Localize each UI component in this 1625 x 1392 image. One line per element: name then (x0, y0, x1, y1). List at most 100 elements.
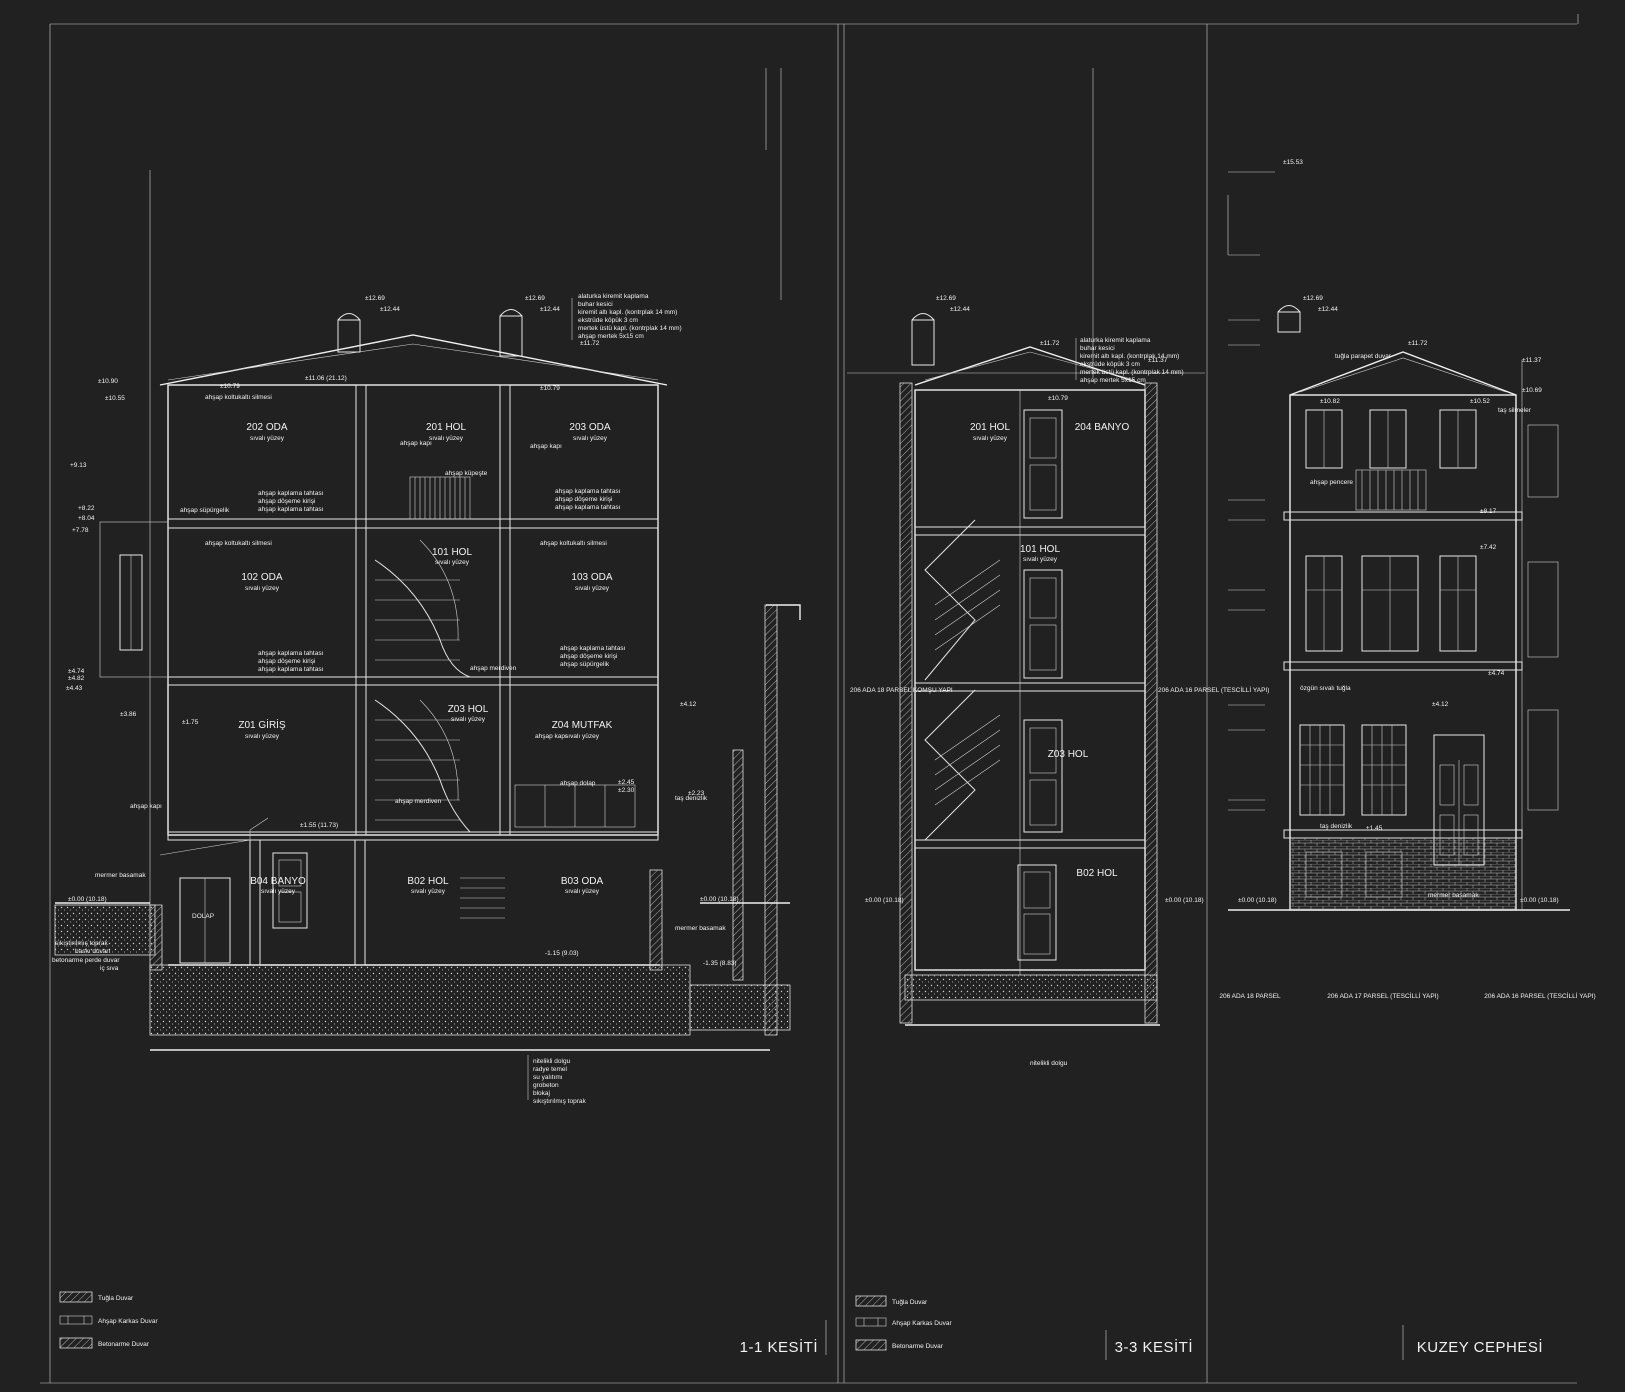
svg-text:Betonarme Duvar: Betonarme Duvar (892, 1343, 944, 1350)
svg-text:Tuğla Duvar: Tuğla Duvar (892, 1299, 928, 1306)
facade-outline (1289, 394, 1517, 911)
svg-text:betonarme perde duvar: betonarme perde duvar (52, 957, 120, 964)
rooms-3-3: 201 HOL sıvalı yüzey 204 BANYO 101 HOL s… (970, 422, 1129, 879)
ground-windows (1299, 724, 1485, 898)
room-finish: sıvalı yüzey (573, 435, 608, 442)
svg-text:±11.72: ±11.72 (1408, 340, 1428, 347)
staircase-upper (374, 539, 471, 678)
svg-text:±4.74: ±4.74 (1488, 670, 1505, 677)
room-name: B03 ODA (561, 876, 604, 887)
svg-text:±2.23: ±2.23 (688, 790, 705, 797)
svg-text:±4.12: ±4.12 (1432, 701, 1449, 708)
svg-text:ahşap döşeme kirişi: ahşap döşeme kirişi (560, 653, 617, 660)
svg-text:ahşap koltukaltı silmesi: ahşap koltukaltı silmesi (540, 540, 607, 547)
svg-text:206 ADA 16 PARSEL (TESCİLLİ YA: 206 ADA 16 PARSEL (TESCİLLİ YAPI) (1484, 991, 1595, 1000)
levels-facade: ±15.53 ±12.69 ±12.44 ±11.72 ±11.37 ±10.8… (1238, 159, 1559, 904)
svg-text:taş denizlik: taş denizlik (675, 795, 708, 802)
svg-text:±1.45: ±1.45 (1366, 825, 1383, 832)
svg-text:+9.13: +9.13 (70, 462, 87, 469)
levels-1-1: ±12.69 ±12.44 ±12.69 ±12.44 ±11.72 ±11.0… (66, 295, 739, 967)
svg-text:±11.06 (21.12): ±11.06 (21.12) (305, 375, 347, 382)
svg-text:±10.52: ±10.52 (1470, 398, 1490, 405)
room-name: 201 HOL (426, 422, 466, 433)
room-name: B04 BANYO (250, 876, 306, 887)
ground-layers-note: nitelikli dolgu radye temel su yalıtımı … (527, 1055, 586, 1105)
svg-text:ahşap kapı: ahşap kapı (130, 803, 162, 810)
svg-text:taş silmeler: taş silmeler (1498, 407, 1532, 414)
svg-text:±10.79: ±10.79 (1048, 395, 1068, 402)
svg-text:buhar kesici: buhar kesici (578, 301, 613, 308)
svg-text:ahşap kaplama tahtası: ahşap kaplama tahtası (555, 504, 621, 511)
roof-layers-3-3: alaturka kiremit kaplama buhar kesici ki… (1075, 337, 1184, 384)
svg-text:±12.69: ±12.69 (525, 295, 545, 302)
svg-text:204 BANYO: 204 BANYO (1075, 422, 1130, 433)
room-finish: sıvalı yüzey (565, 733, 600, 740)
svg-text:±7.42: ±7.42 (1480, 544, 1497, 551)
svg-text:Tuğla Duvar: Tuğla Duvar (98, 1295, 134, 1302)
svg-text:±10.90: ±10.90 (98, 378, 118, 385)
levels-3-3: ±12.69 ±12.44 ±11.72 ±11.37 ±10.79 ±0.00… (865, 295, 1204, 904)
svg-text:grobeton: grobeton (533, 1082, 559, 1089)
chimney-left (337, 313, 361, 353)
svg-text:206 ADA 18 PARSEL: 206 ADA 18 PARSEL (1219, 993, 1281, 1000)
svg-text:ahşap kaplama tahtası: ahşap kaplama tahtası (555, 488, 621, 495)
facade-labels: tuğla parapet duvar taş silmeler ahşap p… (1300, 353, 1532, 899)
svg-text:±1.75: ±1.75 (182, 719, 199, 726)
svg-text:ahşap pencere: ahşap pencere (1310, 479, 1353, 486)
svg-text:±11.72: ±11.72 (580, 340, 600, 347)
room-finish: sıvalı yüzey (245, 585, 280, 592)
svg-text:alaturka kiremit kaplama: alaturka kiremit kaplama (1080, 337, 1151, 344)
sheet-frame (40, 14, 1579, 1384)
room-name: Z01 GİRİŞ (238, 718, 286, 731)
room-finish: sıvalı yüzey (411, 888, 446, 895)
svg-text:+7.78: +7.78 (72, 527, 89, 534)
room-finish: sıvalı yüzey (435, 559, 470, 566)
svg-text:ahşap süpürgelik: ahşap süpürgelik (560, 661, 610, 668)
svg-text:taş denizlik: taş denizlik (1320, 823, 1353, 830)
middle-windows (1305, 555, 1477, 652)
svg-text:201 HOL: 201 HOL (970, 422, 1010, 433)
building-outline (914, 389, 1146, 971)
svg-text:±12.69: ±12.69 (936, 295, 956, 302)
svg-text:mertek üstü kapl. (kontrplak 1: mertek üstü kapl. (kontrplak 14 mm) (1080, 369, 1184, 376)
legend-1-1: Tuğla Duvar Ahşap Karkas Duvar Betonarme… (59, 1291, 158, 1349)
chimney (911, 313, 935, 366)
svg-text:ahşap kaplama tahtası: ahşap kaplama tahtası (560, 645, 626, 652)
svg-text:ekstrüde köpük 3 cm: ekstrüde köpük 3 cm (578, 317, 638, 324)
svg-text:±2.45: ±2.45 (618, 779, 635, 786)
room-name: 203 ODA (569, 422, 610, 433)
svg-text:+8.04: +8.04 (78, 515, 95, 522)
svg-text:±11.37: ±11.37 (1148, 357, 1168, 364)
room-name: B02 HOL (407, 876, 449, 887)
svg-text:±10.79: ±10.79 (220, 383, 240, 390)
svg-text:±0.00 (10.18): ±0.00 (10.18) (865, 897, 904, 904)
svg-text:±12.44: ±12.44 (950, 306, 970, 313)
svg-text:101 HOL: 101 HOL (1020, 544, 1060, 555)
svg-text:sıvalı yüzey: sıvalı yüzey (973, 435, 1008, 442)
building-outline (167, 384, 659, 836)
room-finish: sıvalı yüzey (575, 585, 610, 592)
chimney-right (499, 309, 523, 357)
svg-text:±0.00 (10.18): ±0.00 (10.18) (700, 896, 739, 903)
svg-text:ahşap döşeme kirişi: ahşap döşeme kirişi (258, 498, 315, 505)
room-name: 102 ODA (241, 572, 282, 583)
room-finish: sıvalı yüzey (451, 716, 486, 723)
svg-text:-1.35 (8.83): -1.35 (8.83) (703, 960, 737, 967)
svg-text:ahşap merdiven: ahşap merdiven (470, 665, 517, 672)
svg-text:±10.69: ±10.69 (1522, 387, 1542, 394)
svg-text:±3.86: ±3.86 (120, 711, 137, 718)
svg-text:±4.12: ±4.12 (680, 701, 697, 708)
svg-text:nitelikli dolgu: nitelikli dolgu (1030, 1060, 1068, 1067)
svg-text:sıkıştırılmış toprak: sıkıştırılmış toprak (533, 1098, 586, 1105)
room-finish: sıvalı yüzey (245, 733, 280, 740)
svg-text:±2.30: ±2.30 (618, 787, 635, 794)
svg-text:mermer basamak: mermer basamak (1428, 892, 1479, 899)
svg-text:206 ADA 17 PARSEL (TESCİLLİ YA: 206 ADA 17 PARSEL (TESCİLLİ YAPI) (1327, 991, 1438, 1000)
room-finish: sıvalı yüzey (261, 888, 296, 895)
svg-text:iç sıva: iç sıva (100, 965, 119, 972)
svg-text:kiremit altı kapl. (kontrplak: kiremit altı kapl. (kontrplak 14 mm) (578, 309, 677, 316)
svg-text:±4.82: ±4.82 (68, 675, 85, 682)
svg-text:±10.79: ±10.79 (540, 385, 560, 392)
svg-text:mertek üstü kapl. (kontrplak 1: mertek üstü kapl. (kontrplak 14 mm) (578, 325, 682, 332)
legend-3-3: Tuğla Duvar Ahşap Karkas Duvar Betonarme… (855, 1295, 952, 1351)
